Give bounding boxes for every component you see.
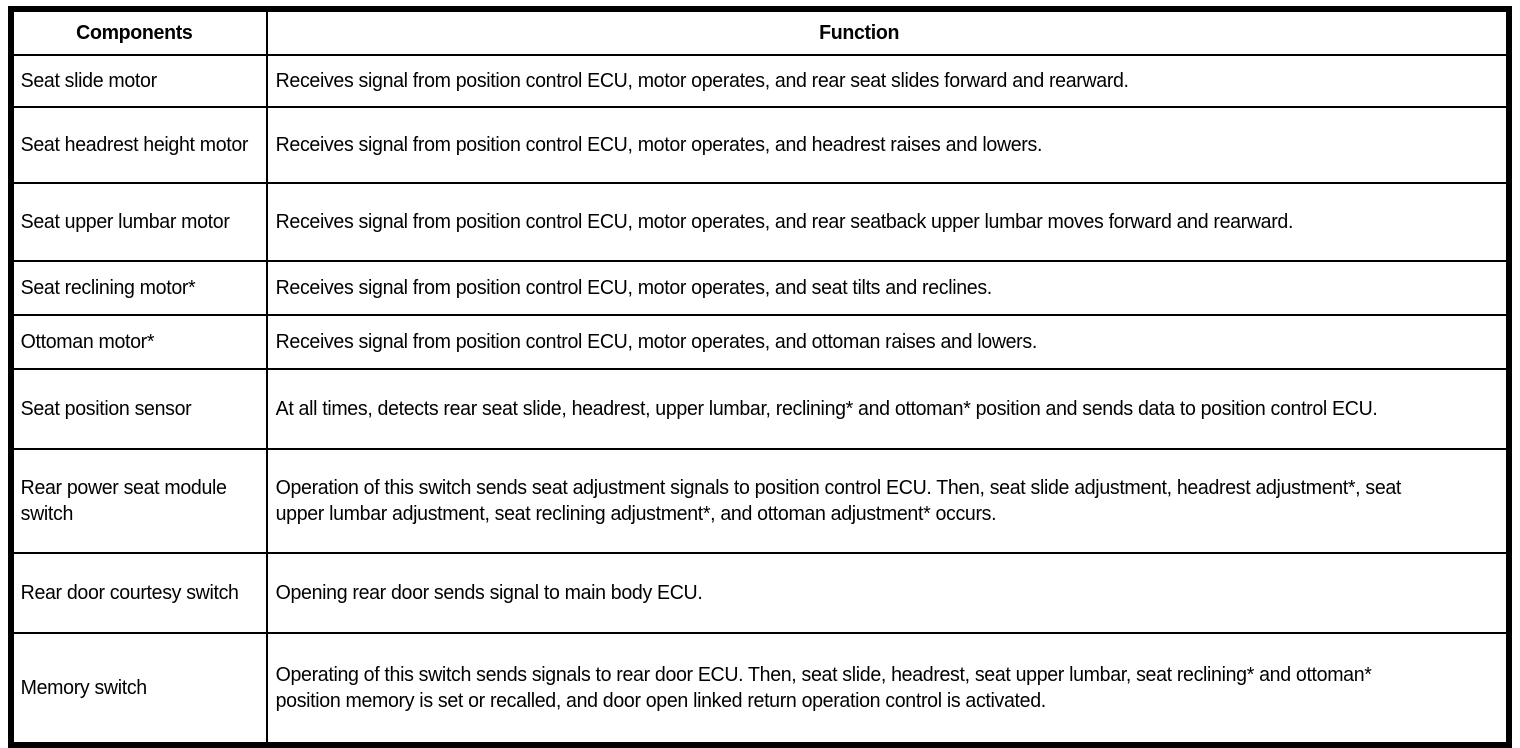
table-row: Seat upper lumbar motor Receives signal … — [12, 182, 1507, 262]
cell-function: Operation of this switch sends seat adju… — [266, 448, 1453, 554]
cell-function: At all times, detects rear seat slide, h… — [266, 368, 1453, 450]
cell-component: Ottoman motor* — [12, 314, 257, 370]
cell-component: Seat headrest height motor — [12, 106, 257, 184]
cell-component: Seat upper lumbar motor — [12, 182, 257, 262]
column-header-function: Function — [266, 10, 1453, 56]
cell-function: Receives signal from position control EC… — [266, 182, 1453, 262]
cell-component: Seat slide motor — [12, 54, 257, 108]
table-row: Seat headrest height motor Receives sign… — [12, 106, 1507, 184]
table-header-row: Components Function — [12, 10, 1507, 56]
cell-function: Receives signal from position control EC… — [266, 260, 1453, 316]
cell-component: Rear power seat module switch — [12, 448, 257, 554]
cell-component: Seat position sensor — [12, 368, 257, 450]
table-row: Seat reclining motor* Receives signal fr… — [12, 260, 1507, 316]
cell-component: Seat reclining motor* — [12, 260, 257, 316]
components-function-table: Components Function Seat slide motor Rec… — [12, 10, 1508, 744]
column-header-components: Components — [12, 10, 257, 56]
table-row: Rear power seat module switch Operation … — [12, 448, 1507, 554]
column-header-function-label: Function — [819, 21, 900, 45]
table-row: Seat slide motor Receives signal from po… — [12, 54, 1507, 108]
table-row: Ottoman motor* Receives signal from posi… — [12, 314, 1507, 370]
table-header: Components Function — [12, 10, 1507, 56]
cell-function: Receives signal from position control EC… — [266, 106, 1453, 184]
cell-function: Operating of this switch sends signals t… — [266, 632, 1453, 744]
cell-function: Receives signal from position control EC… — [266, 54, 1453, 108]
cell-function: Receives signal from position control EC… — [266, 314, 1453, 370]
table-row: Rear door courtesy switch Opening rear d… — [12, 552, 1507, 634]
table-body: Seat slide motor Receives signal from po… — [12, 54, 1507, 744]
table-row: Memory switch Operating of this switch s… — [12, 632, 1507, 744]
column-header-components-label: Components — [76, 21, 193, 45]
cell-component: Memory switch — [12, 632, 257, 744]
components-function-table-container: Components Function Seat slide motor Rec… — [8, 6, 1512, 748]
cell-component: Rear door courtesy switch — [12, 552, 257, 634]
cell-function: Opening rear door sends signal to main b… — [266, 552, 1453, 634]
table-row: Seat position sensor At all times, detec… — [12, 368, 1507, 450]
